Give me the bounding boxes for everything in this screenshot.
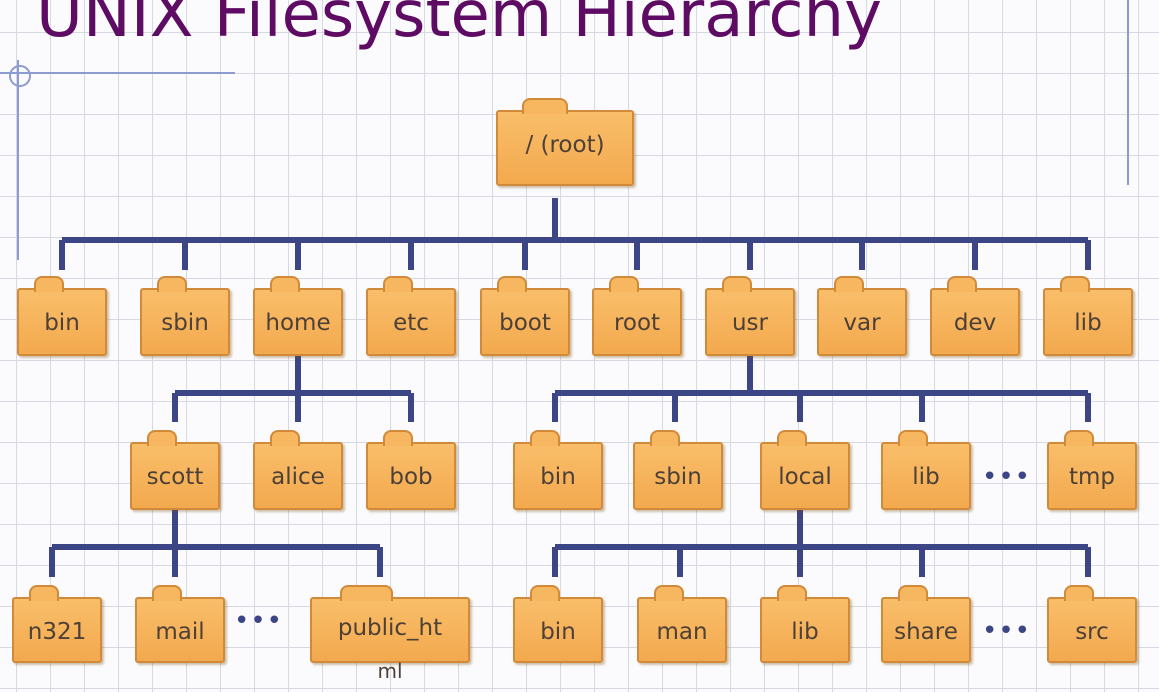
folder-label: home: [265, 310, 331, 336]
folder-icon: [340, 585, 394, 601]
folder-mail[interactable]: mail: [135, 585, 225, 663]
folder-icon: [522, 98, 568, 114]
folder-icon: [609, 276, 639, 292]
folder-label: src: [1075, 619, 1109, 645]
folder-icon: [157, 276, 187, 292]
folder-icon: [654, 585, 684, 601]
folder-label: mail: [155, 619, 205, 645]
folder-label: dev: [953, 310, 997, 336]
folder-alice[interactable]: alice: [253, 430, 343, 510]
folder-label: bin: [540, 464, 576, 490]
ellipsis: •••: [982, 616, 1032, 646]
folder-scott[interactable]: scott: [130, 430, 220, 510]
folder-man[interactable]: man: [637, 585, 727, 663]
folder-label: lib: [1074, 310, 1102, 336]
folder-bin[interactable]: bin: [513, 585, 603, 663]
folder-icon: [1064, 430, 1094, 446]
ellipsis: •••: [234, 606, 284, 636]
folder-label: local: [778, 464, 832, 490]
folder-root[interactable]: root: [592, 276, 682, 356]
folder-label: public_ht: [337, 615, 443, 641]
folder-label: share: [894, 619, 958, 645]
folder-var[interactable]: var: [817, 276, 907, 356]
folder-share[interactable]: share: [881, 585, 971, 663]
folder-icon: [152, 585, 182, 601]
folder-dev[interactable]: dev: [930, 276, 1020, 356]
folder-icon: [29, 585, 59, 601]
folder-label: bob: [389, 464, 433, 490]
folder-n321[interactable]: n321: [12, 585, 102, 663]
folder-icon: [777, 585, 807, 601]
folder-label: bin: [44, 310, 80, 336]
folder-icon: [722, 276, 752, 292]
folder-label: tmp: [1068, 464, 1116, 490]
folder-label: lib: [791, 619, 819, 645]
folder-lib[interactable]: lib: [760, 585, 850, 663]
folder-label: / (root): [525, 132, 605, 158]
folder-label: boot: [499, 310, 551, 336]
folder-icon: [530, 430, 560, 446]
folder-usr[interactable]: usr: [705, 276, 795, 356]
folder-label: etc: [393, 310, 429, 336]
folder-icon: [650, 430, 680, 446]
folder-label: man: [656, 619, 708, 645]
folder-bin[interactable]: bin: [513, 430, 603, 510]
folder-icon: [898, 585, 928, 601]
folder-lib[interactable]: lib: [1043, 276, 1133, 356]
folder-sbin[interactable]: sbin: [633, 430, 723, 510]
folder-icon: [947, 276, 977, 292]
folder-etc[interactable]: etc: [366, 276, 456, 356]
margin-decoration: [0, 0, 1129, 260]
folder-home[interactable]: home: [253, 276, 343, 356]
folder-label: sbin: [161, 310, 209, 336]
folder-label: sbin: [654, 464, 702, 490]
folder-root[interactable]: / (root): [496, 98, 634, 186]
folder-label: scott: [146, 464, 204, 490]
folder-label-wrap: ml: [377, 659, 403, 683]
folder-icon: [497, 276, 527, 292]
folder-label: lib: [912, 464, 940, 490]
folder-local[interactable]: local: [760, 430, 850, 510]
folder-icon: [147, 430, 177, 446]
folder-label: n321: [27, 619, 87, 645]
folder-lib[interactable]: lib: [881, 430, 971, 510]
folder-label: var: [843, 310, 881, 336]
folder-label: usr: [731, 310, 769, 336]
folder-icon: [530, 585, 560, 601]
folder-bob[interactable]: bob: [366, 430, 456, 510]
folder-icon: [270, 430, 300, 446]
folder-icon: [34, 276, 64, 292]
folder-icon: [270, 276, 300, 292]
folder-boot[interactable]: boot: [480, 276, 570, 356]
folder-label: root: [613, 310, 661, 336]
folder-tmp[interactable]: tmp: [1047, 430, 1137, 510]
folder-icon: [1064, 585, 1094, 601]
ellipsis: •••: [982, 462, 1032, 492]
folder-icon: [383, 276, 413, 292]
folder-icon: [777, 430, 807, 446]
folder-bin[interactable]: bin: [17, 276, 107, 356]
folder-label: alice: [271, 464, 325, 490]
folder-icon: [383, 430, 413, 446]
folder-sbin[interactable]: sbin: [140, 276, 230, 356]
folder-icon: [1060, 276, 1090, 292]
folder-src[interactable]: src: [1047, 585, 1137, 663]
folder-icon: [834, 276, 864, 292]
slide-title: UNIX Filesystem Hierarchy: [36, 0, 882, 52]
folder-label: bin: [540, 619, 576, 645]
folder-icon: [898, 430, 928, 446]
